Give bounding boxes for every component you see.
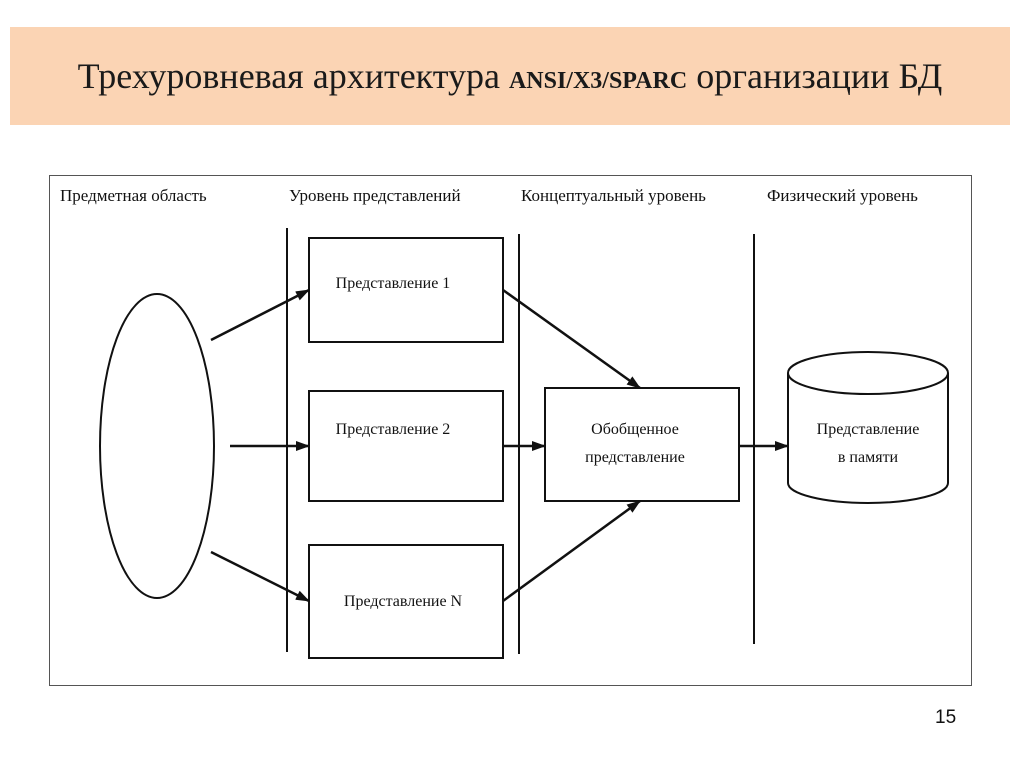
generalized-view-label: Обобщенное представление [545,416,725,472]
arrow-subject-to-view-n [210,550,310,603]
generalized-view-line-1: Обобщенное [591,421,679,438]
title-part-3: организации БД [687,56,943,96]
arrow-view-1-to-generalized [502,288,641,390]
view-n-box [308,544,504,659]
subject-area-ellipse [99,293,215,599]
generalized-view-line-2: представление [585,449,685,466]
view-2-box [308,390,504,502]
title-standard: ANSI/X3/SPARC [508,68,688,94]
level-physical-label: Физический уровень [767,186,918,205]
level-conceptual-label: Концептуальный уровень [521,186,706,205]
database-cylinder [787,351,949,504]
view-n-label: Представление N [343,593,463,610]
level-views-label: Уровень представлений [289,186,461,205]
page-number: 15 [935,707,957,728]
view-2-label: Представление 2 [335,421,451,438]
title-bar: Трехуровневая архитектура ANSI/X3/SPARC … [10,27,1010,125]
database-label: Представление в памяти [788,416,948,472]
level-subject-area-label: Предметная область [60,186,207,205]
view-1-label: Представление 1 [335,275,451,292]
arrow-subject-to-view-1 [210,288,310,342]
view-1-box [308,237,504,343]
diagram-frame [49,175,972,686]
database-line-2: в памяти [837,449,899,466]
arrow-view-n-to-generalized [502,499,641,603]
title-part-1: Трехуровневая архитектура [77,56,509,96]
database-line-1: Представление [816,421,920,438]
slide-title: Трехуровневая архитектура ANSI/X3/SPARC … [78,55,943,97]
generalized-view-box [544,387,740,502]
